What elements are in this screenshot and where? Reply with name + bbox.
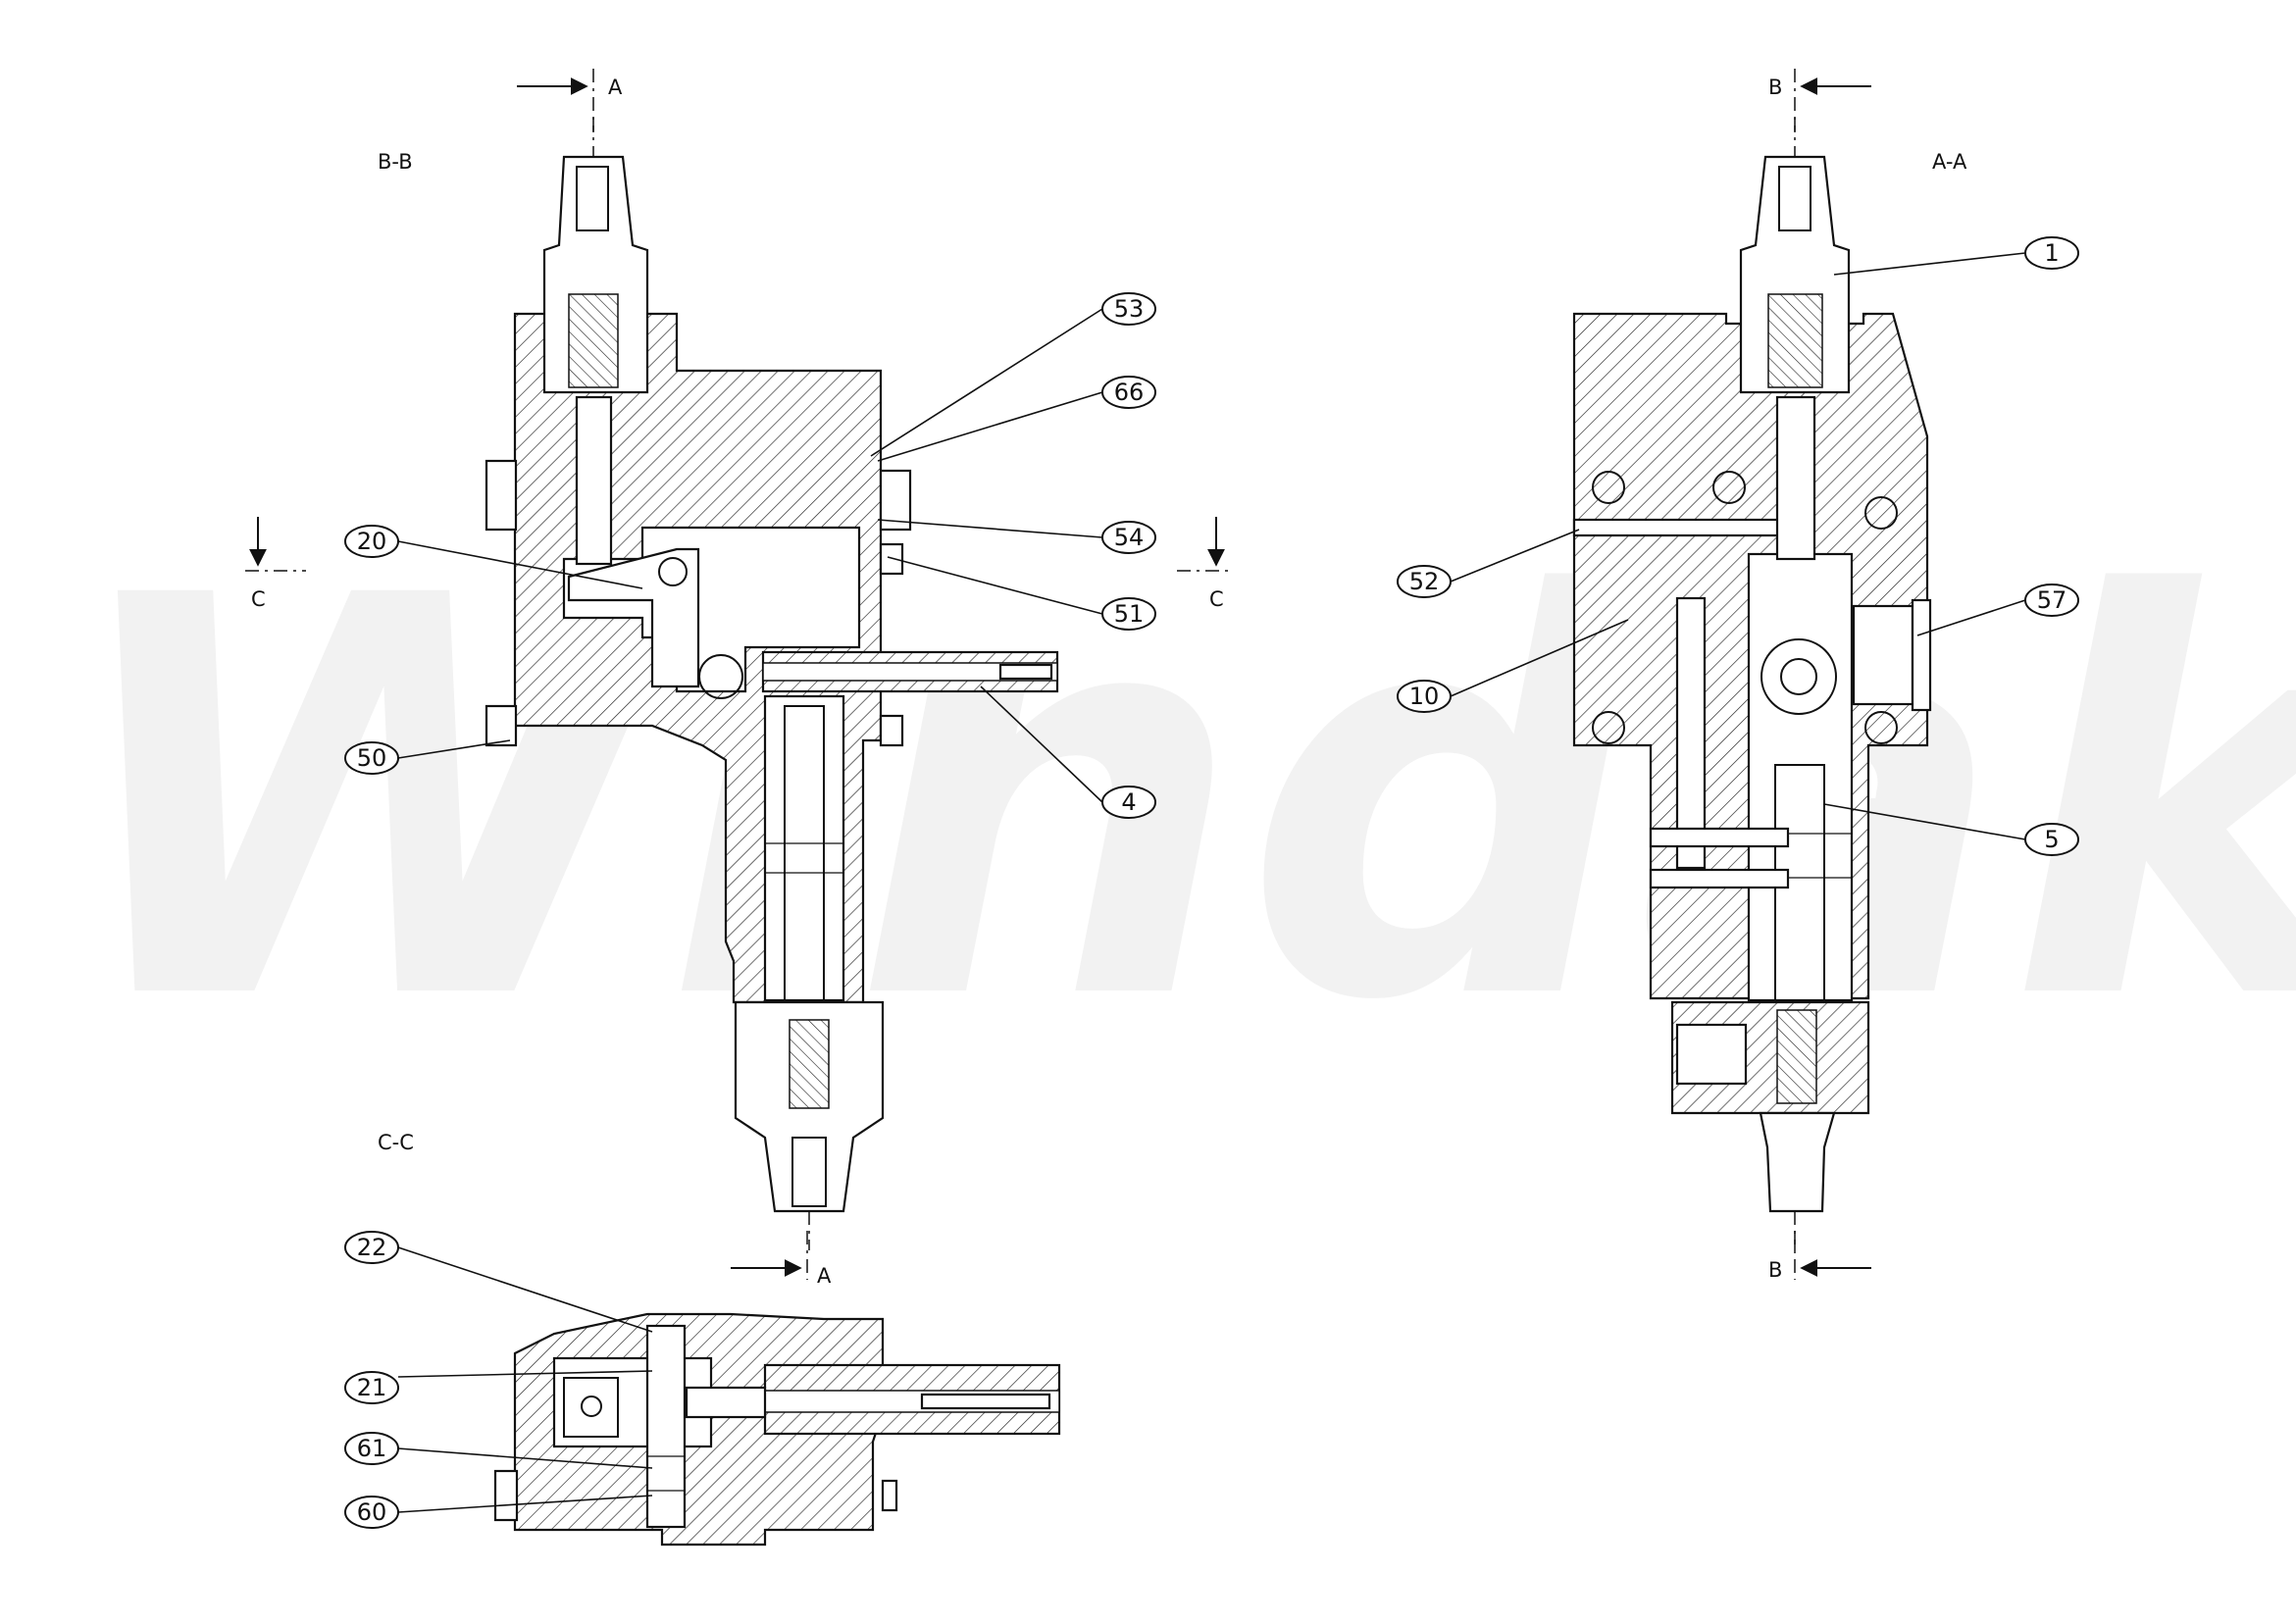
svg-text:4: 4 [1121, 788, 1136, 816]
aa-side-cap-57 [1852, 604, 1914, 706]
leader-lines [397, 252, 2026, 1513]
cut-label-a-top: A [608, 76, 623, 99]
cc-pin-21 [645, 1324, 687, 1529]
balloon-52: 52 [1397, 565, 1452, 598]
aa-bolt-hole [1592, 711, 1625, 744]
svg-text:50: 50 [357, 744, 387, 772]
aa-channel [1675, 596, 1707, 870]
cc-lever [563, 1377, 619, 1438]
balloon-10: 10 [1397, 680, 1452, 713]
aa-bolt-hole [1592, 471, 1625, 504]
aa-plug-upper [1649, 827, 1790, 848]
bb-plunger-bore [762, 662, 1058, 682]
part-balloons: 53 66 54 51 4 20 50 1 57 5 52 10 22 21 6… [344, 236, 2079, 1529]
balloon-21: 21 [344, 1371, 399, 1404]
bb-lever-pivot [658, 557, 688, 586]
section-aa-view: A-A [1572, 118, 1967, 1250]
aa-top-stem [1775, 395, 1816, 561]
bb-roller [698, 654, 743, 699]
aa-bolt-hole [1864, 496, 1898, 530]
bb-plug-lower-right [879, 714, 904, 747]
watermark-text: Windako [59, 482, 2296, 1121]
balloon-61: 61 [344, 1432, 399, 1465]
balloon-22: 22 [344, 1231, 399, 1264]
balloon-50: 50 [344, 741, 399, 775]
aa-bolt-hole [1864, 711, 1898, 744]
bb-plunger-tip [998, 663, 1053, 681]
svg-text:60: 60 [357, 1498, 387, 1526]
cc-plug-right [881, 1479, 898, 1512]
cc-side-plug [493, 1469, 519, 1522]
svg-text:66: 66 [1114, 379, 1145, 406]
svg-text:61: 61 [357, 1435, 387, 1462]
cut-label-b-bottom: B [1768, 1258, 1782, 1282]
svg-text:52: 52 [1409, 568, 1440, 595]
bb-side-plug-50 [485, 704, 518, 747]
section-cc-view: C-C [378, 1131, 1061, 1547]
cc-plunger-tip [920, 1393, 1051, 1410]
aa-roller [1760, 638, 1837, 715]
section-title-aa: A-A [1932, 150, 1967, 174]
balloon-53: 53 [1101, 292, 1156, 326]
svg-text:20: 20 [357, 528, 387, 555]
bb-top-screw [576, 166, 609, 231]
aa-plug-lower [1649, 868, 1790, 889]
section-title-cc: C-C [378, 1131, 414, 1154]
balloon-4: 4 [1101, 786, 1156, 819]
bb-bottom-spring [789, 1019, 830, 1109]
balloon-5: 5 [2024, 823, 2079, 856]
balloon-1: 1 [2024, 236, 2079, 270]
bb-side-plug-left [485, 459, 518, 532]
bb-lower-guide [763, 694, 845, 1002]
aa-bottom-port [1675, 1023, 1748, 1086]
balloon-20: 20 [344, 525, 399, 558]
cut-label-c-left: C [251, 587, 266, 611]
bb-top-stem [575, 395, 613, 566]
aa-top-screw [1778, 166, 1811, 231]
aa-central-bore [1747, 552, 1854, 1002]
aa-drilling-52 [1572, 518, 1787, 537]
bb-lower-spool [784, 705, 825, 1001]
bb-plug-51 [879, 542, 904, 576]
svg-text:21: 21 [357, 1374, 387, 1401]
aa-top-spring [1767, 293, 1823, 388]
aa-bottom-adjuster-cap [1759, 1111, 1836, 1213]
bb-top-spring [568, 293, 619, 388]
balloon-54: 54 [1101, 521, 1156, 554]
balloon-60: 60 [344, 1496, 399, 1529]
balloon-51: 51 [1101, 597, 1156, 631]
section-title-bb: B-B [378, 150, 413, 174]
svg-text:53: 53 [1114, 295, 1145, 323]
section-bb-view: B-B [378, 118, 1059, 1250]
balloon-57: 57 [2024, 584, 2079, 617]
cut-label-b-top: B [1768, 76, 1782, 99]
svg-text:51: 51 [1114, 600, 1145, 628]
svg-text:10: 10 [1409, 683, 1440, 710]
cutting-plane-markers: A A B B C C [245, 69, 1871, 1288]
cc-roller [685, 1386, 767, 1419]
cut-label-c-right: C [1209, 587, 1224, 611]
svg-text:54: 54 [1114, 524, 1145, 551]
cut-label-a-bottom: A [817, 1264, 832, 1288]
bb-bottom-screw [791, 1137, 827, 1207]
svg-text:57: 57 [2037, 586, 2067, 614]
svg-text:5: 5 [2044, 826, 2059, 853]
svg-text:22: 22 [357, 1234, 387, 1261]
aa-bolt-hole [1712, 471, 1746, 504]
balloon-66: 66 [1101, 376, 1156, 409]
svg-text:1: 1 [2044, 239, 2059, 267]
aa-bottom-spring [1776, 1009, 1817, 1104]
